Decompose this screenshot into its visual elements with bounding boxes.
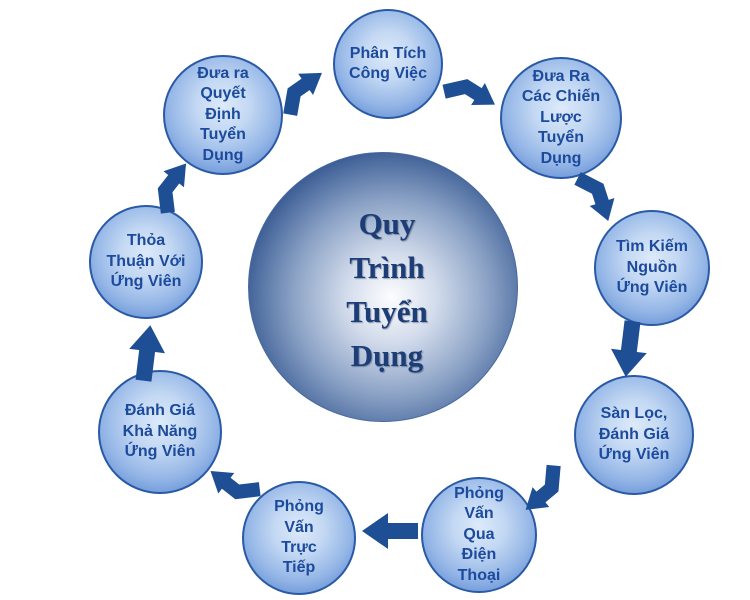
node-label: Phỏng Vấn Qua Điện Thoại [454,484,504,584]
node-tim-kiem-nguon-ung-vien: Tìm Kiếm Nguồn Ứng Viên [594,210,710,326]
node-label: Đánh Giá Khả Năng Ứng Viên [122,402,198,461]
node-label: Đưa ra Quyết Định Tuyển Dụng [197,64,249,164]
arrow-step4-to-step5-icon [525,464,561,510]
arrow-step6-to-step7-icon [210,470,261,500]
arrow-step2-to-step3-icon [574,172,615,222]
node-label: Tìm Kiếm Nguồn Ứng Viên [615,238,688,297]
arrow-step5-to-step6-icon [362,513,418,549]
center-sphere: Quy Trình Tuyển Dụng [248,152,518,422]
node-label: Đưa Ra Các Chiến Lược Tuyển Dụng [521,67,601,167]
node-phong-van-truc-tiep: Phỏng Vấn Trực Tiếp [242,481,356,595]
diagram-title: Quy Trình Tuyển Dụng [346,205,428,374]
node-dua-ra-quyet-dinh-tuyen-dung: Đưa ra Quyết Định Tuyển Dụng [163,55,283,175]
arrow-step7-to-step8-icon [129,325,165,382]
arrow-step1-to-step2-icon [442,79,495,106]
node-danh-gia-kha-nang-ung-vien: Đánh Giá Khả Năng Ứng Viên [98,370,222,494]
node-label: Thỏa Thuận Với Ứng Viên [106,232,186,291]
node-label: Phân Tích Công Việc [349,44,427,82]
arrow-step3-to-step4-icon [611,320,647,377]
node-san-loc-danh-gia-ung-vien: Sàn Lọc, Đánh Giá Ứng Viên [574,375,694,495]
arrow-step9-to-step1-icon [283,72,322,116]
node-phong-van-qua-dien-thoai: Phỏng Vấn Qua Điện Thoại [421,477,537,593]
node-label: Sàn Lọc, Đánh Giá Ứng Viên [598,405,670,464]
node-label: Phỏng Vấn Trực Tiếp [274,498,324,577]
node-thoa-thuan-voi-ung-vien: Thỏa Thuận Với Ứng Viên [89,205,203,319]
node-chien-luoc-tuyen-dung: Đưa Ra Các Chiến Lược Tuyển Dụng [500,57,622,179]
node-phan-tich-cong-viec: Phân Tích Công Việc [333,9,443,119]
arrow-step8-to-step9-icon [157,163,187,214]
